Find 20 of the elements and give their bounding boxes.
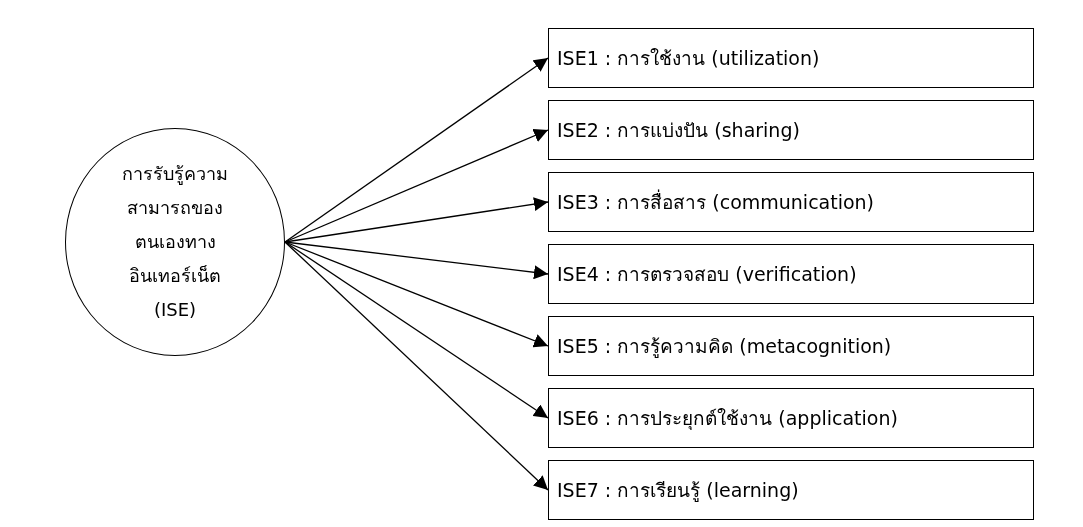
dimension-box: [548, 172, 1034, 232]
dimension-label: ISE7 : การเรียนรู้ (learning): [557, 477, 799, 504]
arrow: [284, 241, 549, 419]
dimension-box: [548, 244, 1034, 304]
concept-label: การรับรู้ความสามารถของตนเองทางอินเทอร์เน็ต (ISE): [121, 161, 229, 323]
arrow: [284, 241, 549, 491]
dimension-label: ISE1 : การใช้งาน (utilization): [557, 45, 820, 71]
arrow: [284, 129, 549, 243]
dimension-label: ISE2 : การแบ่งปัน (sharing): [557, 117, 800, 143]
dimension-label: ISE5 : การรู้ความคิด (metacognition): [557, 333, 892, 360]
dimension-box: [548, 28, 1034, 88]
dimension-label: ISE3 : การสื่อสาร (communication): [557, 188, 875, 215]
dimension-box: [548, 460, 1034, 520]
arrow: [284, 57, 549, 243]
dimension-label: ISE4 : การตรวจสอบ (verification): [557, 261, 857, 287]
arrow: [284, 197, 549, 243]
dimension-box: [548, 388, 1034, 448]
dimension-label: ISE6 : การประยุกต์ใช้งาน (application): [557, 405, 898, 432]
dimension-box: [548, 100, 1034, 160]
dimension-box: [548, 316, 1034, 376]
